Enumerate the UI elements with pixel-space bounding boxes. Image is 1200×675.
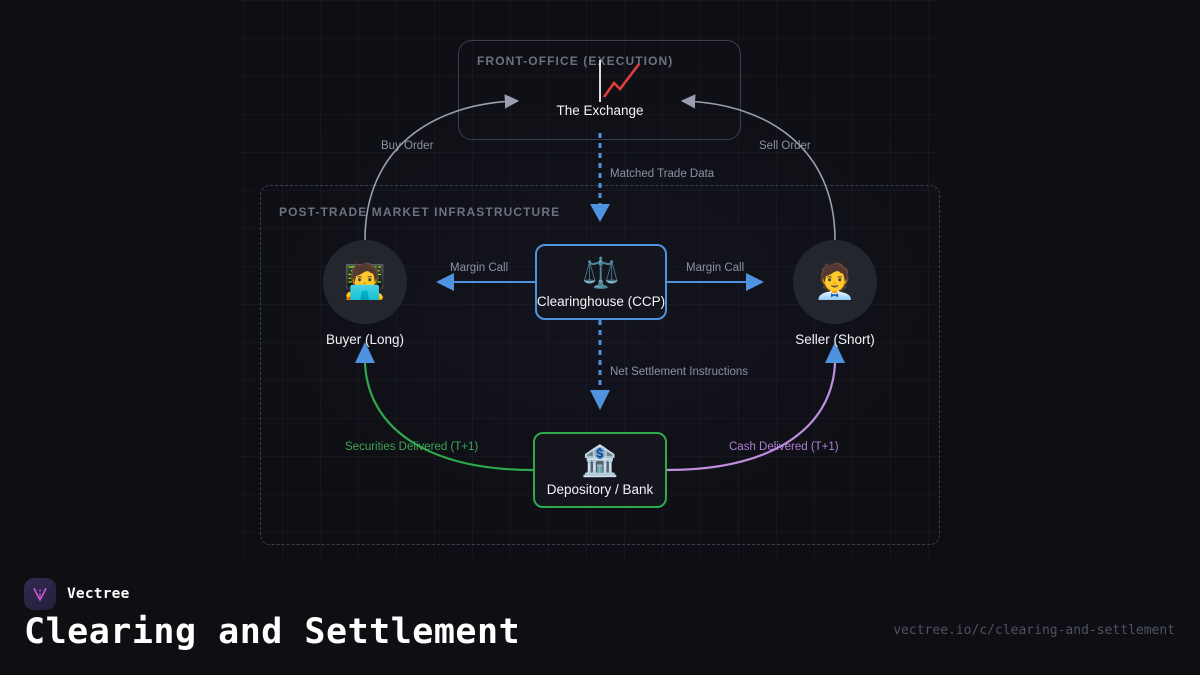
- node-depository[interactable]: 🏦 Depository / Bank: [533, 432, 667, 508]
- edge-label-securities-delivered: Securities Delivered (T+1): [345, 441, 479, 453]
- technologist-icon: 🧑‍💻: [343, 262, 387, 302]
- group-post-trade-label: POST-TRADE MARKET INFRASTRUCTURE: [279, 205, 561, 219]
- node-depository-box[interactable]: 🏦 Depository / Bank: [533, 432, 667, 508]
- node-exchange[interactable]: The Exchange: [520, 60, 680, 118]
- edge-net-settlement-arrow: [590, 390, 610, 410]
- edge-label-matched-trade-data: Matched Trade Data: [610, 168, 715, 180]
- group-front-office-label: FRONT-OFFICE (EXECUTION): [477, 54, 674, 68]
- edge-sell-order: [680, 94, 836, 241]
- node-clearinghouse-box[interactable]: ⚖️ Clearinghouse (CCP): [535, 244, 667, 320]
- node-seller-label: Seller (Short): [795, 332, 875, 347]
- edge-cash-delivered-arrow: [825, 342, 845, 363]
- balance-scale-icon: ⚖️: [582, 255, 620, 291]
- edge-cash-delivered: [666, 362, 837, 472]
- edge-label-net-settlement: Net Settlement Instructions: [610, 366, 749, 378]
- page-title: Clearing and Settlement: [24, 612, 521, 652]
- footer-url: vectree.io/c/clearing-and-settlement: [893, 623, 1175, 638]
- avatar-seller: 🧑‍💼: [793, 240, 877, 324]
- node-exchange-label: The Exchange: [556, 103, 644, 118]
- edge-securities-delivered: [363, 362, 534, 472]
- edge-label-cash-delivered: Cash Delivered (T+1): [729, 441, 839, 453]
- edge-buy-order: [364, 94, 520, 241]
- node-buyer-label: Buyer (Long): [325, 332, 405, 347]
- edge-label-margin-call-right: Margin Call: [686, 262, 745, 274]
- edge-label-margin-call-left: Margin Call: [450, 262, 509, 274]
- group-front-office: [458, 40, 741, 140]
- edge-securities-delivered-arrow: [355, 342, 375, 363]
- edge-matched-trade-data-arrow: [590, 204, 610, 222]
- node-buyer[interactable]: 🧑‍💻 Buyer (Long): [285, 240, 445, 347]
- node-depository-label: Depository / Bank: [546, 481, 654, 497]
- footer: Vectree Clearing and Settlement: [0, 560, 1200, 675]
- node-seller[interactable]: 🧑‍💼 Seller (Short): [755, 240, 915, 347]
- node-clearinghouse-label: Clearinghouse (CCP): [536, 293, 666, 309]
- brand-row[interactable]: Vectree: [24, 578, 130, 610]
- edge-label-sell-order: Sell Order: [759, 140, 811, 152]
- office-worker-icon: 🧑‍💼: [813, 262, 857, 302]
- edge-label-buy-order: Buy Order: [381, 140, 434, 152]
- node-clearinghouse[interactable]: ⚖️ Clearinghouse (CCP): [535, 244, 667, 320]
- brand-name: Vectree: [67, 586, 130, 602]
- vectree-logo-icon: [24, 578, 56, 610]
- chart-increasing-icon: [599, 60, 641, 102]
- bank-icon: 🏦: [581, 443, 619, 479]
- avatar-buyer: 🧑‍💻: [323, 240, 407, 324]
